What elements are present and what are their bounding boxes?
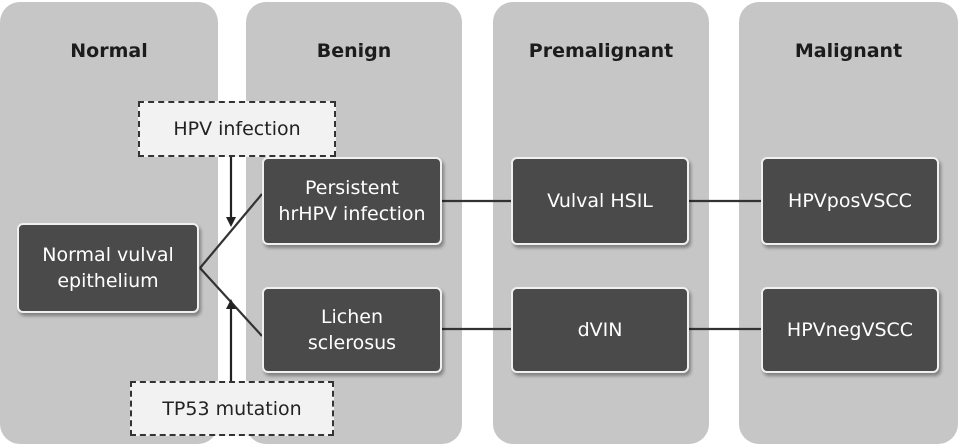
factor-hpv-infection: HPV infection [138, 101, 336, 157]
node-persistent-line1: Persistent [305, 177, 399, 199]
node-persistent-line2: hrHPV infection [278, 203, 426, 225]
node-normal-epithelium: Normal vulval epithelium [17, 223, 199, 313]
node-dvin: dVIN [511, 287, 689, 373]
column-title-premalignant: Premalignant [528, 40, 674, 62]
factor-tp53-mutation: TP53 mutation [130, 381, 334, 436]
column-title-benign: Benign [316, 40, 392, 62]
node-normal-epithelium-line2: epithelium [57, 270, 159, 292]
node-hpvpos-vscc: HPVposVSCC [761, 157, 939, 245]
node-dvin-label: dVIN [577, 319, 623, 341]
node-vulval-hsil: Vulval HSIL [511, 157, 689, 245]
node-lichen-line2: sclerosus [307, 332, 397, 354]
node-hpvpos-vscc-label: HPVposVSCC [788, 190, 912, 212]
node-hpvneg-vscc-label: HPVnegVSCC [786, 319, 914, 341]
node-normal-epithelium-line1: Normal vulval [42, 244, 174, 266]
factor-tp53-mutation-label: TP53 mutation [162, 397, 302, 420]
column-title-malignant: Malignant [794, 40, 903, 62]
factor-hpv-infection-label: HPV infection [173, 118, 301, 140]
node-lichen-line1: Lichen [320, 306, 384, 328]
column-title-normal: Normal [70, 40, 148, 62]
node-lichen-sclerosus: Lichen sclerosus [262, 287, 442, 373]
node-vulval-hsil-label: Vulval HSIL [547, 190, 653, 212]
branch-line-upper [199, 193, 263, 269]
node-persistent-hrhpv-infection: Persistent hrHPV infection [262, 157, 442, 245]
node-hpvneg-vscc: HPVnegVSCC [761, 287, 939, 373]
